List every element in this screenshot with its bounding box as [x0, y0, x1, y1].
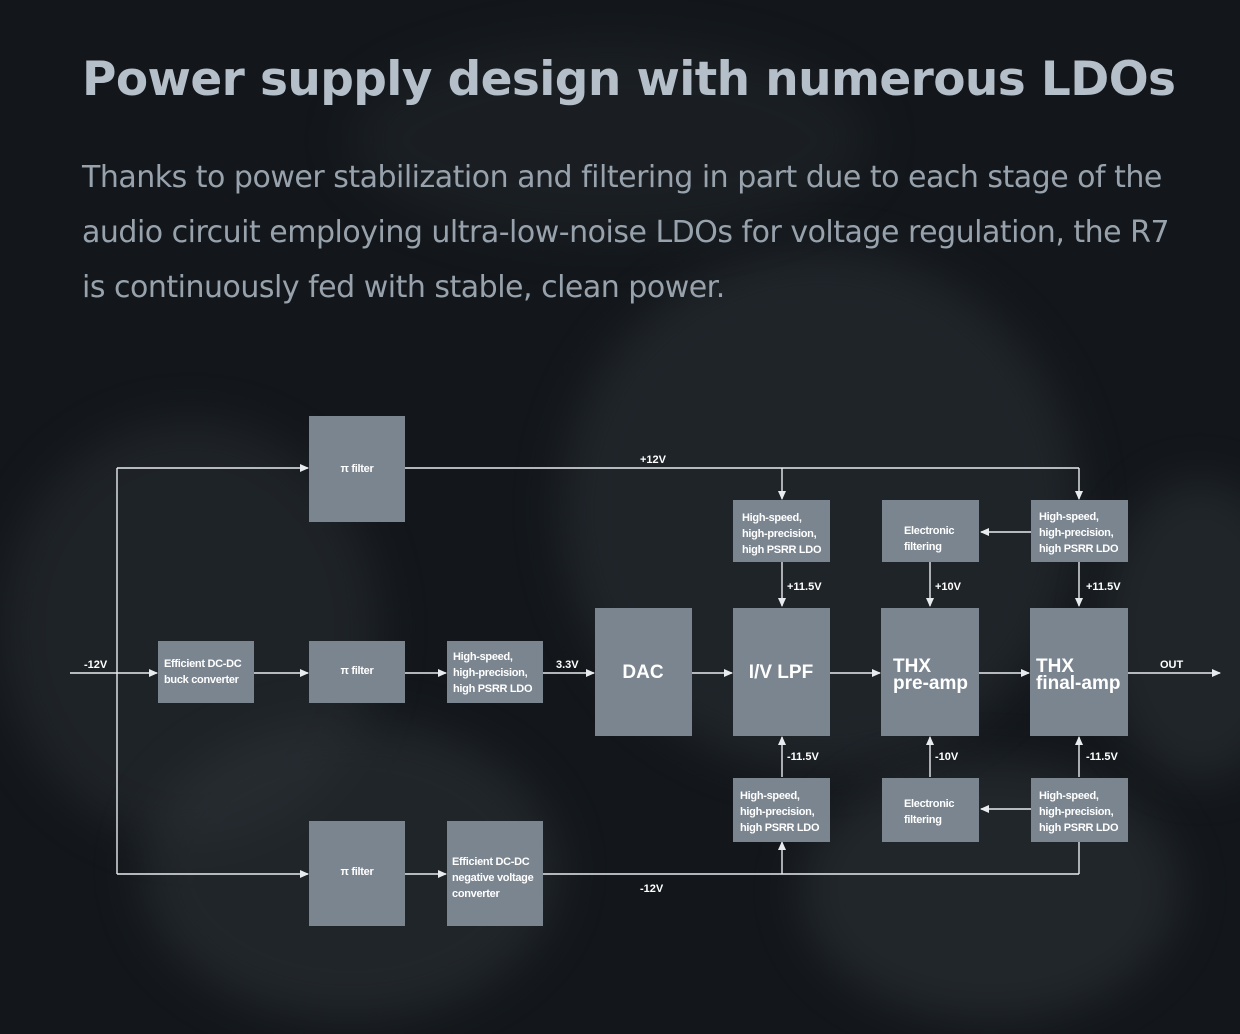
label-final-neg: -11.5V — [1086, 751, 1118, 763]
label-input-minus12: -12V — [84, 659, 108, 671]
block-label: high-precision, — [742, 528, 817, 540]
thx-preamp-block: THX pre-amp — [881, 608, 979, 736]
block-label: THX — [1036, 656, 1074, 677]
buck-converter-block: Efficient DC-DC buck converter — [158, 641, 254, 703]
block-label: high-precision, — [740, 806, 815, 818]
label-plus12: +12V — [640, 454, 667, 466]
thx-finalamp-block: THX final-amp — [1030, 608, 1128, 736]
page-description: Thanks to power stabilization and filter… — [82, 160, 1170, 305]
block-label: high PSRR LDO — [1039, 543, 1119, 555]
block-label: high PSRR LDO — [453, 683, 533, 695]
label-pre-neg: -10V — [935, 751, 959, 763]
block-label: filtering — [904, 814, 942, 826]
ldo-final-bottom-block: High-speed, high-precision, high PSRR LD… — [1031, 778, 1128, 842]
label-final-pos: +11.5V — [1086, 581, 1121, 593]
block-label: high PSRR LDO — [740, 822, 820, 834]
ldo-final-top-block: High-speed, high-precision, high PSRR LD… — [1031, 500, 1128, 562]
block-label: High-speed, — [742, 512, 802, 524]
neg-converter-block: Efficient DC-DC negative voltage convert… — [447, 821, 543, 926]
label-minus12-bottom: -12V — [640, 883, 664, 895]
label-out: OUT — [1160, 659, 1184, 671]
label-iv-pos: +11.5V — [787, 581, 822, 593]
block-label: High-speed, — [1039, 790, 1099, 802]
ldo-iv-top-block: High-speed, high-precision, high PSRR LD… — [733, 500, 830, 562]
block-label: π filter — [341, 665, 375, 677]
filter-pre-top-block: Electronic filtering — [882, 500, 979, 562]
block-label: Efficient DC-DC — [164, 658, 242, 670]
block-label: filtering — [904, 541, 942, 553]
block-label: I/V LPF — [749, 662, 813, 683]
pi-filter-bottom-block: π filter — [309, 821, 405, 926]
label-pre-pos: +10V — [935, 581, 962, 593]
block-label: THX — [893, 656, 931, 677]
block-label: high PSRR LDO — [742, 544, 822, 556]
block-label: final-amp — [1036, 673, 1120, 694]
block-label: DAC — [622, 662, 663, 683]
block-label: High-speed, — [453, 651, 513, 663]
block-label: high-precision, — [1039, 527, 1114, 539]
ldo-iv-bottom-block: High-speed, high-precision, high PSRR LD… — [733, 778, 830, 842]
block-label: pre-amp — [893, 673, 968, 694]
block-label: high-precision, — [453, 667, 528, 679]
block-label: high-precision, — [1039, 806, 1114, 818]
iv-lpf-block: I/V LPF — [733, 608, 830, 736]
block-label: buck converter — [164, 674, 240, 686]
pi-filter-top-block: π filter — [309, 416, 405, 522]
block-label: π filter — [341, 463, 375, 475]
block-label: Electronic — [904, 798, 954, 810]
block-label: High-speed, — [740, 790, 800, 802]
page-title: Power supply design with numerous LDOs — [82, 52, 1176, 107]
block-label: High-speed, — [1039, 511, 1099, 523]
ldo-mid-block: High-speed, high-precision, high PSRR LD… — [447, 641, 543, 703]
dac-block: DAC — [595, 608, 692, 736]
block-label: negative voltage — [452, 872, 534, 884]
label-iv-neg: -11.5V — [787, 751, 819, 763]
block-label: converter — [452, 888, 500, 900]
block-label: π filter — [341, 866, 375, 878]
label-3v3: 3.3V — [556, 659, 579, 671]
pi-filter-mid-block: π filter — [309, 641, 405, 703]
filter-pre-bottom-block: Electronic filtering — [882, 778, 979, 842]
block-label: Electronic — [904, 525, 954, 537]
block-label: high PSRR LDO — [1039, 822, 1119, 834]
block-label: Efficient DC-DC — [452, 856, 530, 868]
wires — [70, 464, 1221, 878]
